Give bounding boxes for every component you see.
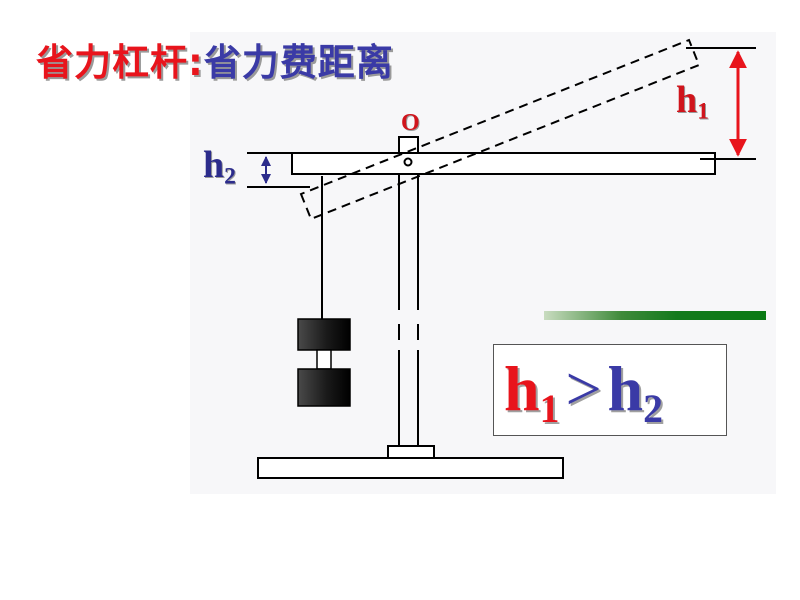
h2-label: h2 — [203, 143, 236, 191]
comparison-left: h1 — [504, 353, 559, 431]
h1-label: h1 — [676, 78, 709, 126]
comparison-left-base: h — [504, 353, 540, 424]
h1-measure — [686, 47, 756, 160]
comparison-right: h2 — [607, 353, 663, 431]
slide-title: 省力杠杆:省力费距离 — [36, 38, 394, 88]
weight-icon — [297, 318, 351, 407]
title-part-2: 省力费距离 — [203, 41, 394, 84]
comparison-right-sub: 2 — [643, 386, 663, 431]
pivot-icon — [403, 157, 413, 167]
title-part-1: 省力杠杆 — [36, 41, 188, 84]
h1-label-base: h — [676, 79, 698, 121]
lever-beam — [291, 152, 716, 175]
comparison-left-sub: 1 — [539, 386, 560, 431]
h2-label-sub: 2 — [224, 163, 236, 190]
comparison-operator: > — [565, 353, 602, 424]
pivot-label: O — [401, 110, 420, 136]
comparison-box: h1>h2 — [493, 344, 727, 436]
comparison-right-base: h — [607, 353, 644, 424]
title-separator: : — [188, 41, 204, 84]
lever-beam-tilted — [299, 38, 701, 221]
h2-measure — [247, 152, 310, 188]
h2-label-base: h — [203, 144, 225, 186]
stand-post — [398, 174, 419, 446]
stand-base — [257, 445, 564, 479]
accent-bar — [544, 311, 766, 320]
h1-label-sub: 1 — [697, 98, 709, 125]
comparison-formula: h1>h2 — [504, 349, 663, 449]
